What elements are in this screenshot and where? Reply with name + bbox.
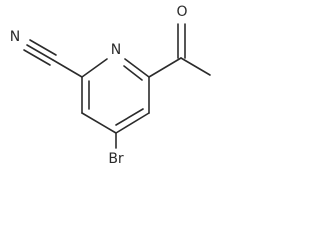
bond-c4-c5-inner — [115, 108, 144, 126]
atom-label-ring-n: N — [111, 42, 121, 58]
pyridine-ring — [81, 58, 150, 134]
bond-carbonyl-methyl — [180, 57, 211, 76]
bond-n-c6 — [124, 58, 150, 78]
bond-c6-carbonyl — [148, 57, 182, 78]
atom-label-nitrile-n: N — [10, 29, 20, 45]
atom-label-carbonyl-o: O — [176, 4, 187, 20]
bond-cn-triple-2 — [29, 39, 57, 56]
nitrile-group — [23, 39, 83, 78]
bond-cn-triple-3 — [23, 49, 51, 66]
bond-n-c6-inner — [123, 65, 143, 81]
acetyl-group — [148, 23, 211, 78]
atom-label-bromine: Br — [108, 151, 124, 167]
bond-c3-c4 — [81, 112, 117, 134]
bond-cn-triple-1 — [26, 44, 54, 61]
bond-n-c2 — [81, 58, 108, 78]
bond-c4-c5 — [115, 112, 150, 134]
chemical-structure-diagram: N N O Br — [10, 4, 211, 167]
bond-c2-cn — [52, 59, 83, 78]
